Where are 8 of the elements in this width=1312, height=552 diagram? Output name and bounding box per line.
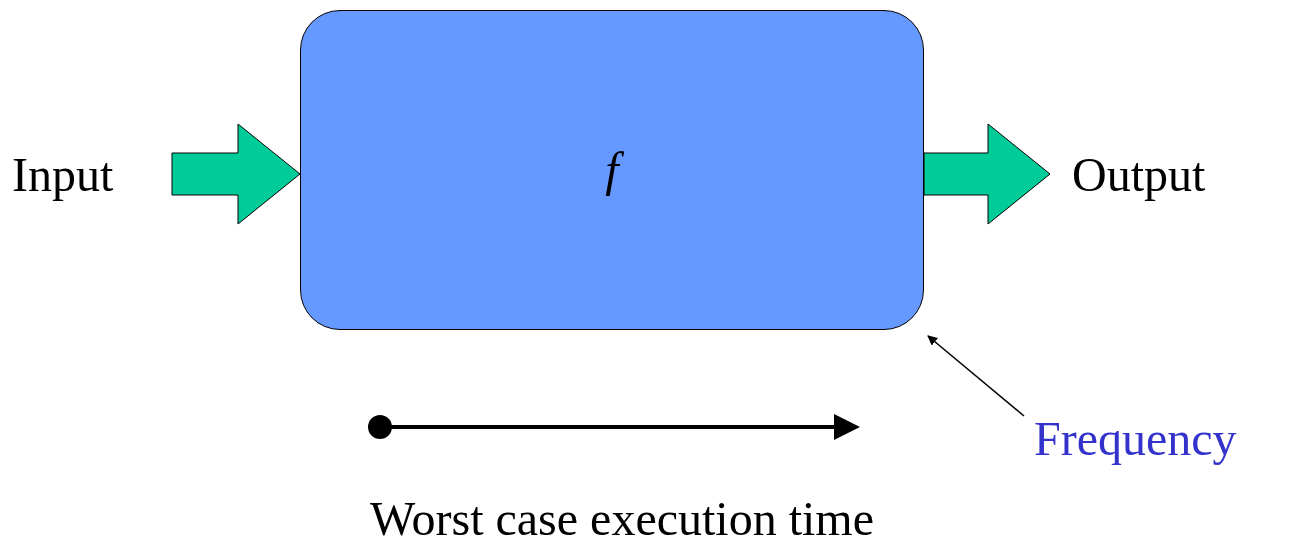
- input-label: Input: [12, 146, 172, 204]
- leader-arrow: [927, 335, 1025, 417]
- block-arrow: [171, 123, 301, 225]
- block-arrow: [923, 123, 1051, 225]
- frequency-label: Frequency: [1024, 410, 1312, 468]
- caption-text: Worst case execution time: [369, 491, 875, 547]
- process-box: f: [300, 10, 924, 330]
- output-label: Output: [1050, 146, 1270, 204]
